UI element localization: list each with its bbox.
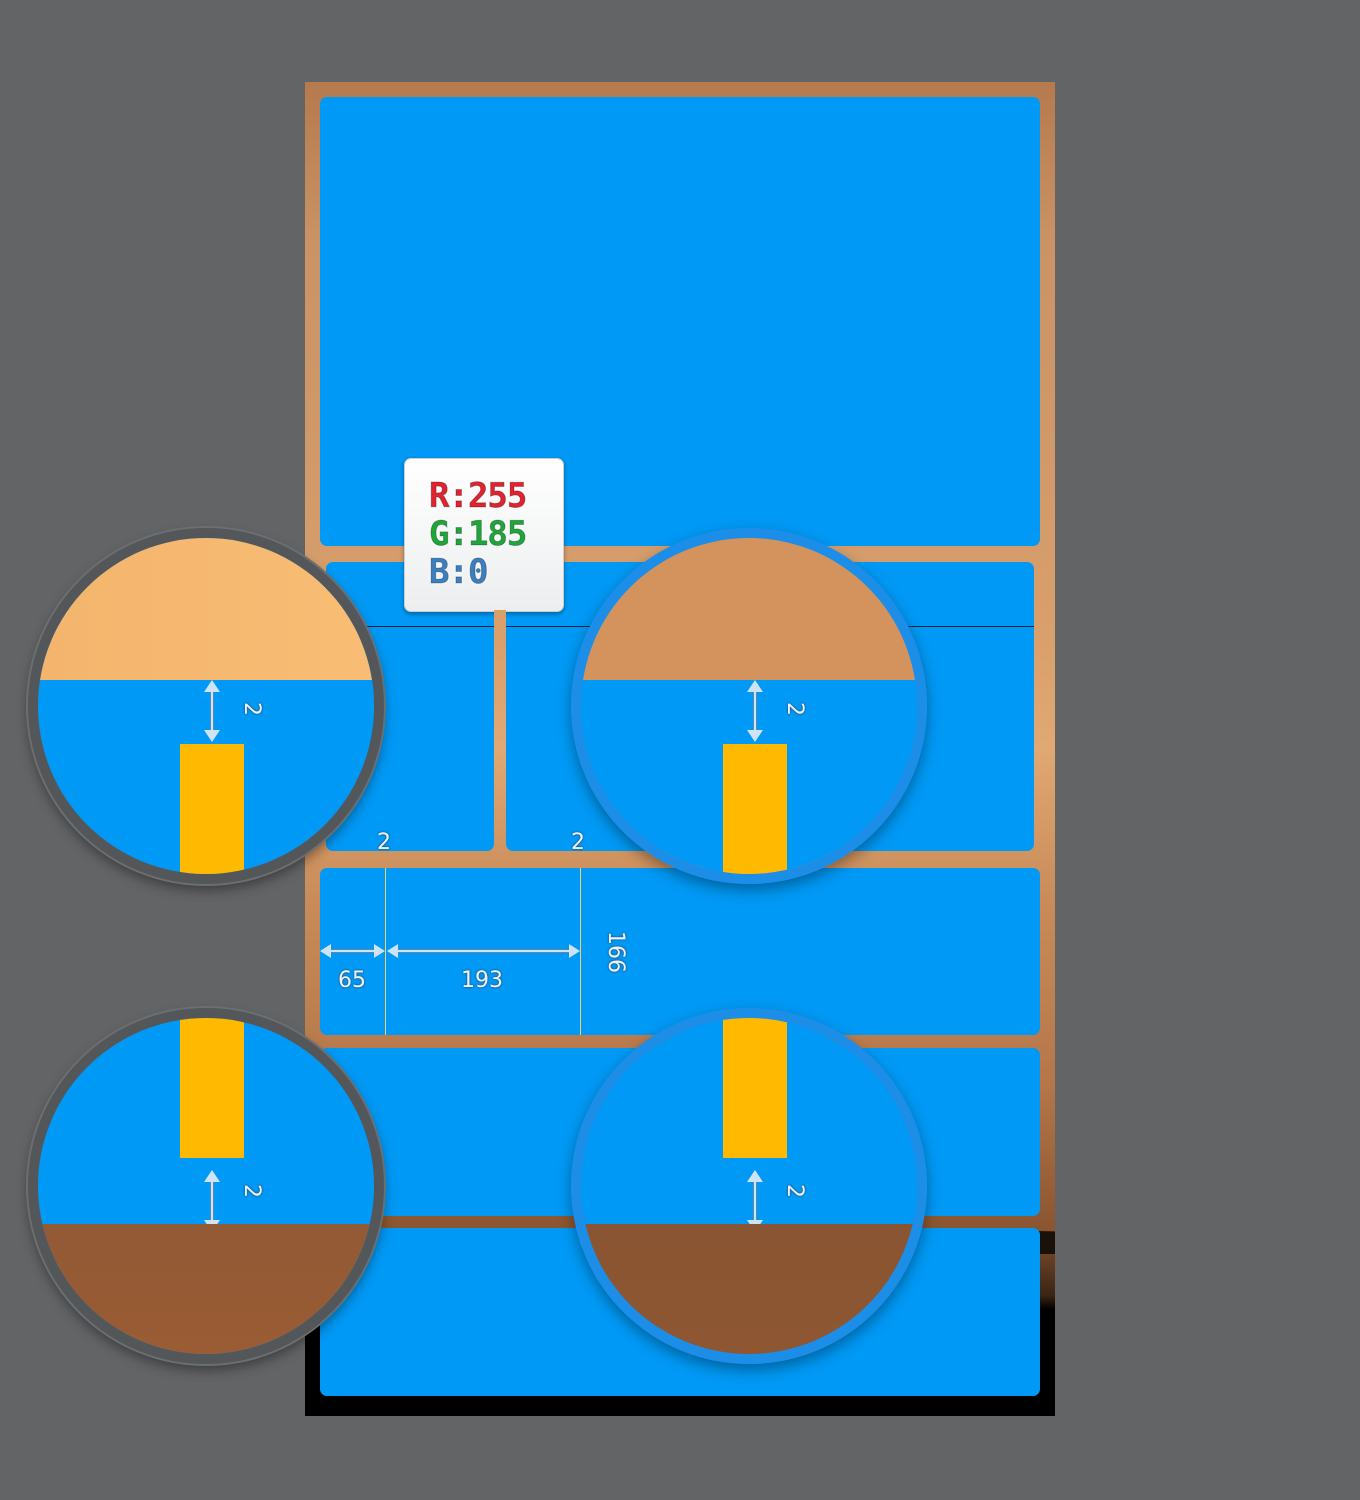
lens-top-left-gap-label: 2 (240, 702, 262, 716)
tile-height-label: 166 (604, 931, 626, 973)
lens-bottom-left-gap-label: 2 (240, 1184, 262, 1198)
guide-line-right (580, 868, 581, 1035)
rgb-red-value: R:255 (429, 479, 526, 513)
magnifier-bottom-left (28, 1008, 384, 1364)
inner-width-label: 193 (461, 970, 503, 992)
magnifier-bottom-right (571, 1008, 927, 1364)
magnifier-top-left (28, 528, 384, 884)
guide-line-left (385, 868, 386, 1035)
lens-top-right-gap-label: 2 (783, 702, 805, 716)
gap-label-a: 2 (377, 832, 391, 854)
rgb-green-value: G:185 (429, 517, 526, 551)
lens-bottom-right-gap-label: 2 (783, 1184, 805, 1198)
left-margin-label: 65 (338, 970, 366, 992)
magnifier-top-right (571, 528, 927, 884)
card-pointer-stem (494, 610, 506, 628)
rgb-blue-value: B:0 (429, 555, 487, 589)
rgb-readout-card: R:255 G:185 B:0 (404, 458, 564, 612)
